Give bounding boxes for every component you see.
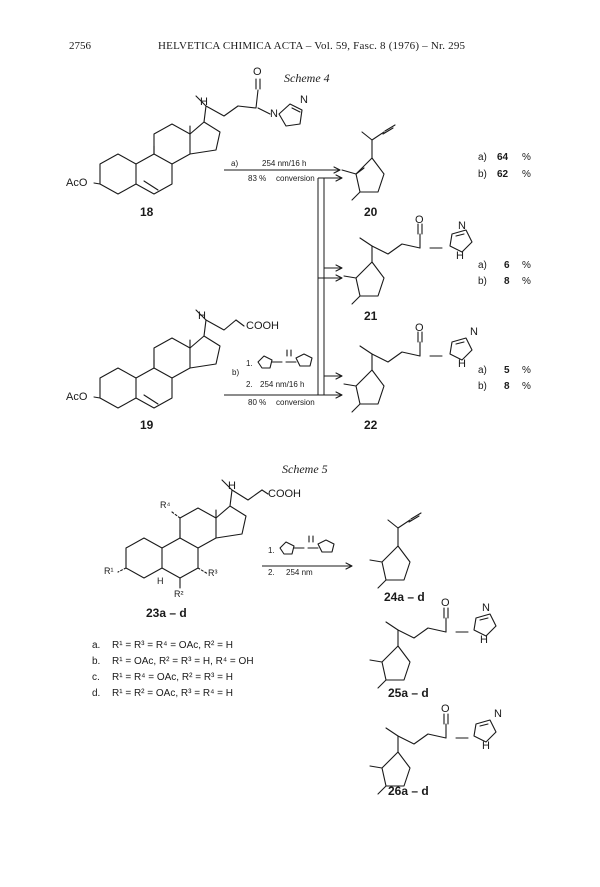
cond-b-label: b): [232, 368, 240, 377]
c22-yield-a-label: a): [478, 365, 487, 376]
compound-26-structure: [369, 713, 497, 795]
cdi-reagent-scheme5: [279, 535, 335, 555]
c22-yield-b-label: b): [478, 381, 487, 392]
c26-O-label: O: [441, 703, 450, 715]
compound-25-label: 25a – d: [388, 686, 429, 700]
c21-yield-b-value: 8: [504, 276, 510, 287]
c22-yield-a-value: 5: [504, 365, 510, 376]
c21-yield-a-unit: %: [522, 260, 531, 271]
c21-yield-b-label: b): [478, 276, 487, 287]
compound-20-label: 20: [364, 205, 378, 219]
c23-H-label: H: [228, 480, 236, 492]
c22-N-label: N: [470, 326, 478, 338]
c23-r2-label: R²: [174, 589, 184, 599]
c20-yield-a-label: a): [478, 152, 487, 163]
scheme4-arrows: [224, 166, 343, 399]
substituent-row-d: d.R¹ = R² = OAc, R³ = R⁴ = H: [92, 688, 233, 699]
c19-H-label: H: [198, 310, 206, 322]
s5-step2: 2.: [268, 568, 275, 577]
compound-19-structure: [93, 309, 245, 409]
compound-25-structure: [369, 607, 497, 689]
cond-b-conv-pct: 80 %: [248, 398, 267, 407]
c20-yield-b-unit: %: [522, 169, 531, 180]
c23-r1-label: R¹: [104, 566, 114, 576]
c20-yield-a-value: 64: [497, 152, 509, 163]
compound-18-structure: [93, 78, 303, 195]
scheme4-title: Scheme 4: [284, 71, 330, 85]
c19-cooh-label: COOH: [246, 320, 279, 332]
c22-yield-b-value: 8: [504, 381, 510, 392]
c22-O-label: O: [415, 322, 424, 334]
cond-a-conv-word: conversion: [276, 174, 315, 183]
compound-22-label: 22: [364, 418, 378, 432]
compound-24-structure: [369, 512, 422, 589]
c22-yield-b-unit: %: [522, 381, 531, 392]
scheme5-title: Scheme 5: [282, 462, 328, 476]
cond-a-conv-pct: 83 %: [248, 174, 267, 183]
page-number: 2756: [69, 40, 91, 52]
c21-yield-a-label: a): [478, 260, 487, 271]
compound-23-label: 23a – d: [146, 606, 187, 620]
c20-yield-a-unit: %: [522, 152, 531, 163]
c21-yield-b-unit: %: [522, 276, 531, 287]
compound-20-structure: [341, 124, 396, 201]
c18-aco-label: AcO: [66, 177, 88, 189]
c18-H-label: H: [200, 96, 208, 108]
cond-b-conv-word: conversion: [276, 398, 315, 407]
substituent-row-a: a.R¹ = R³ = R⁴ = OAc, R² = H: [92, 640, 233, 651]
substituent-row-c: c.R¹ = R⁴ = OAc, R² = R³ = H: [92, 672, 233, 683]
c18-N2-label: N: [300, 94, 308, 106]
compound-21-structure: [343, 223, 473, 305]
s5-wavelength: 254 nm: [286, 568, 313, 577]
c23-H5-label: H: [157, 576, 164, 586]
cond-b-wavelength: 254 nm/16 h: [260, 380, 305, 389]
s5-step1: 1.: [268, 546, 275, 555]
c21-yield-a-value: 6: [504, 260, 510, 271]
cond-a-wavelength: 254 nm/16 h: [262, 159, 307, 168]
compound-21-label: 21: [364, 309, 378, 323]
c25-NH-label: H: [480, 634, 488, 646]
c26-NH-label: H: [482, 740, 490, 752]
c22-NH-label: H: [458, 358, 466, 370]
c20-yield-b-value: 62: [497, 169, 509, 180]
c20-yield-b-label: b): [478, 169, 487, 180]
substituent-row-b: b.R¹ = OAc, R² = R³ = H, R⁴ = OH: [92, 656, 254, 667]
c22-yield-a-unit: %: [522, 365, 531, 376]
c23-cooh-label: COOH: [268, 488, 301, 500]
c18-O-label: O: [253, 66, 262, 78]
c26-N-label: N: [494, 708, 502, 720]
c21-O-label: O: [415, 214, 424, 226]
c23-r4-label: R⁴: [160, 500, 171, 510]
c19-aco-label: AcO: [66, 391, 88, 403]
compound-23-structure: [117, 479, 269, 589]
compound-24-label: 24a – d: [384, 590, 425, 604]
cond-a-label: a): [231, 159, 239, 168]
substituent-list: a.R¹ = R³ = R⁴ = OAc, R² = H b.R¹ = OAc,…: [92, 638, 254, 702]
c21-N-label: N: [458, 220, 466, 232]
c25-O-label: O: [441, 597, 450, 609]
compound-22-structure: [343, 331, 473, 413]
journal-header: HELVETICA CHIMICA ACTA – Vol. 59, Fasc. …: [158, 40, 466, 52]
c23-r3-label: R³: [208, 568, 218, 578]
cdi-reagent-scheme4: [257, 349, 313, 369]
c18-N-label: N: [270, 108, 278, 120]
compound-19-label: 19: [140, 418, 154, 432]
compound-26-label: 26a – d: [388, 784, 429, 798]
compound-18-label: 18: [140, 205, 154, 219]
cond-b-step2: 2.: [246, 380, 253, 389]
scheme5-arrow: [262, 562, 353, 570]
cond-b-step1: 1.: [246, 359, 253, 368]
c21-NH-label: H: [456, 250, 464, 262]
c25-N-label: N: [482, 602, 490, 614]
